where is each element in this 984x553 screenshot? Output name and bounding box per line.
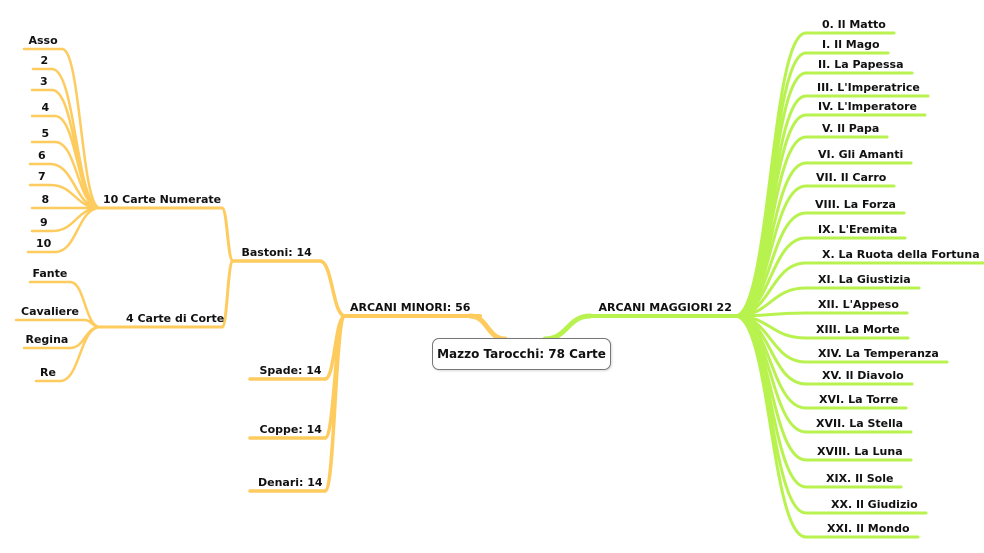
suit-node[interactable]: Coppe: 14: [259, 423, 322, 436]
suit-node[interactable]: Spade: 14: [259, 364, 322, 377]
major-arcana-node[interactable]: XVI. La Torre: [819, 393, 899, 406]
connector-card: [60, 47, 102, 210]
major-arcana-node[interactable]: VII. Il Carro: [816, 171, 887, 184]
numbered-card-node[interactable]: 2: [40, 54, 49, 67]
major-arcana-node[interactable]: 0. Il Matto: [822, 18, 886, 31]
arcani-maggiori-node[interactable]: ARCANI MAGGIORI 22: [598, 301, 732, 314]
major-arcana-node[interactable]: XX. Il Giudizio: [831, 498, 918, 511]
numbered-card-node[interactable]: Asso: [28, 34, 58, 47]
major-arcana-node[interactable]: I. Il Mago: [822, 38, 880, 51]
major-arcana-node[interactable]: XII. L'Appeso: [818, 298, 899, 311]
numbered-card-node[interactable]: 4: [41, 101, 50, 114]
connector-suit: [323, 314, 347, 493]
connector-major: [733, 94, 808, 318]
major-arcana-node[interactable]: XXI. Il Mondo: [827, 522, 910, 535]
numbered-card-node[interactable]: 6: [38, 149, 46, 162]
major-arcana-node[interactable]: II. La Papessa: [818, 58, 904, 71]
corte-node[interactable]: 4 Carte di Corte: [126, 312, 225, 325]
major-arcana-node[interactable]: V. Il Papa: [822, 122, 880, 135]
connector-card: [53, 114, 102, 210]
major-arcana-node[interactable]: X. La Ruota della Fortuna: [822, 248, 980, 261]
root-label: Mazzo Tarocchi: 78 Carte: [437, 347, 606, 361]
suit-node[interactable]: Bastoni: 14: [241, 246, 312, 259]
major-arcana-node[interactable]: VI. Gli Amanti: [818, 148, 904, 161]
connector-major: [733, 314, 808, 539]
major-arcana-node[interactable]: XVIII. La Luna: [817, 445, 903, 458]
major-arcana-node[interactable]: IV. L'Imperatore: [818, 100, 918, 113]
numbered-card-node[interactable]: 3: [40, 75, 48, 88]
major-arcana-node[interactable]: III. L'Imperatrice: [817, 81, 920, 94]
connector-maggiori: [542, 313, 593, 342]
major-arcana-node[interactable]: XIV. La Temperanza: [818, 347, 939, 360]
arcani-minori-node[interactable]: ARCANI MINORI: 56: [350, 301, 471, 314]
connector-court: [68, 325, 102, 350]
connector-card: [50, 88, 102, 210]
court-card-node[interactable]: Fante: [32, 267, 68, 280]
numbered-card-node[interactable]: 7: [38, 170, 46, 183]
major-arcana-node[interactable]: XVII. La Stella: [816, 417, 904, 430]
connector-card: [53, 206, 102, 254]
connector-numerate: [220, 206, 235, 263]
numbered-card-node[interactable]: 10: [36, 237, 52, 250]
suit-node[interactable]: Denari: 14: [258, 476, 323, 489]
major-arcana-node[interactable]: XIII. La Morte: [816, 323, 900, 336]
court-card-node[interactable]: Regina: [25, 333, 69, 346]
numbered-card-node[interactable]: 5: [41, 127, 50, 140]
numbered-card-node[interactable]: 8: [41, 193, 50, 206]
root-node[interactable]: Mazzo Tarocchi: 78 Carte: [432, 338, 611, 370]
court-card-node[interactable]: Cavaliere: [21, 305, 79, 318]
connector-corte: [220, 259, 235, 329]
major-arcana-node[interactable]: XV. Il Diavolo: [822, 369, 904, 382]
major-arcana-node[interactable]: XI. La Giustizia: [818, 273, 911, 286]
connector-card: [50, 206, 102, 233]
connector-suit: [318, 259, 347, 318]
numbered-card-node[interactable]: 9: [40, 216, 48, 229]
connector-minori: [467, 313, 508, 342]
connector-court: [58, 325, 102, 383]
major-arcana-node[interactable]: VIII. La Forza: [815, 198, 896, 211]
connector-major: [733, 314, 808, 489]
connector-major: [733, 314, 808, 515]
court-card-node[interactable]: Re: [40, 366, 56, 379]
major-arcana-node[interactable]: IX. L'Eremita: [818, 223, 898, 236]
major-arcana-node[interactable]: XIX. Il Sole: [826, 472, 894, 485]
numerate-node[interactable]: 10 Carte Numerate: [103, 193, 222, 206]
